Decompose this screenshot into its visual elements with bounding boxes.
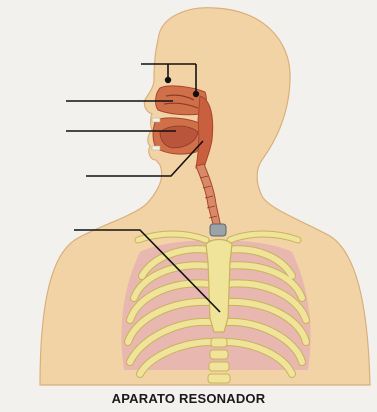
teeth-lower <box>152 146 160 150</box>
figure-caption: APARATO RESONADOR <box>0 391 377 406</box>
larynx-ring <box>210 224 226 236</box>
teeth-upper <box>152 118 160 122</box>
leader-dot-sinus-1 <box>166 78 171 83</box>
sternum <box>206 240 232 333</box>
leader-dot-sinus-2 <box>194 92 199 97</box>
